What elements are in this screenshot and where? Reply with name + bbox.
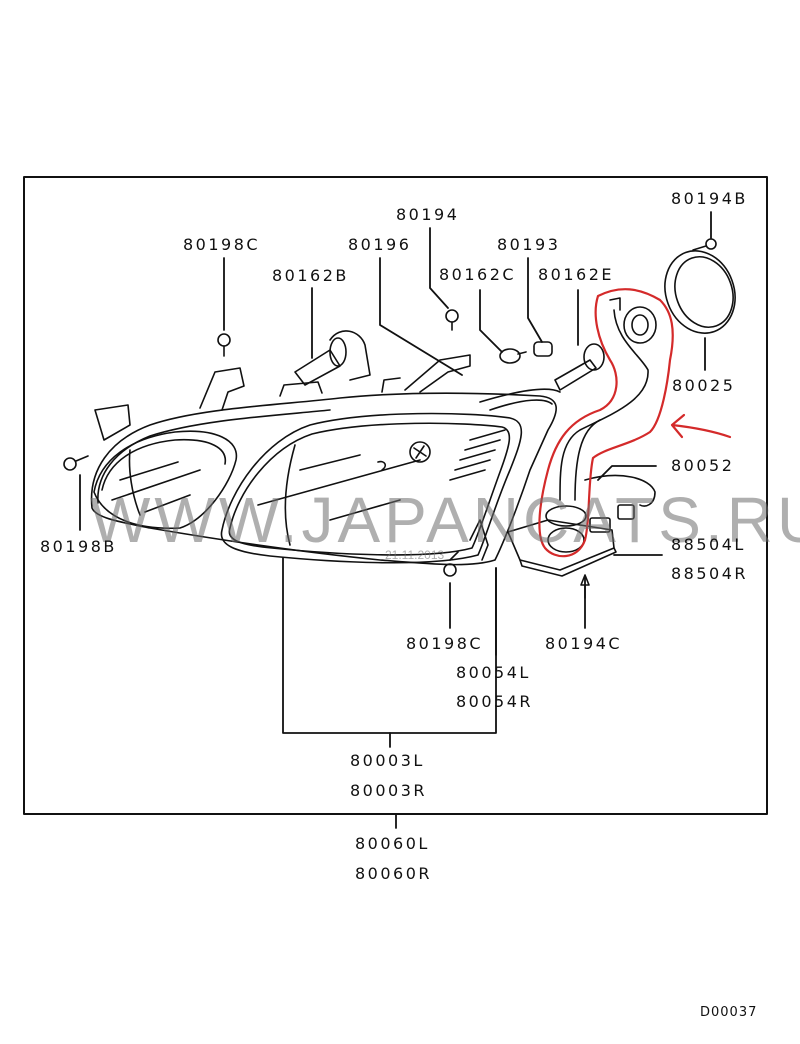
part-label-80196: 80196 [348,235,412,254]
part-label-80003L: 80003L [350,751,425,770]
screw-80194C [580,574,590,599]
part-label-80194: 80194 [396,205,460,224]
screw-80198C-bottom [443,551,459,577]
part-label-80162B: 80162B [272,266,349,285]
diagram-code: D00037 [700,1005,758,1020]
part-label-80193: 80193 [497,235,561,254]
watermark-text: WWW.JAPANCATS.RU [90,484,800,556]
bulb-80162E [554,343,605,391]
part-label-80198B: 80198B [40,537,117,556]
part-label-80194C: 80194C [545,634,623,653]
watermark-date: 21.11.2013 [385,548,445,562]
screw-80194B [692,238,717,251]
bulb-80162C [499,348,527,364]
screw-80198C-top [217,333,231,357]
part-label-80054R: 80054R [456,692,534,711]
part-label-80162C: 80162C [439,265,517,284]
part-label-80025: 80025 [672,376,736,395]
part-label-80060R: 80060R [355,864,433,883]
red-annotation [538,288,732,558]
part-label-80052: 80052 [671,456,735,475]
screw-80194-top [445,309,459,331]
annotation-arrow [670,413,732,439]
part-label-80194B: 80194B [671,189,748,208]
headlamp-housing [90,354,561,566]
screw-80198B [63,455,89,471]
part-label-80198C-bottom: 80198C [406,634,484,653]
bulb-80193 [533,341,553,357]
part-label-80054L: 80054L [456,663,531,682]
part-label-88504R: 88504R [671,564,749,583]
dust-cover-80025 [664,250,736,334]
annotation-outline [538,288,674,558]
clip-80054 [469,519,489,561]
ballast-88504 [507,505,617,577]
part-label-80162E: 80162E [538,265,615,284]
part-label-88504L: 88504L [671,535,746,554]
leader-lines [79,211,712,829]
bulb-80162B [294,330,371,386]
part-label-80060L: 80060L [355,834,430,853]
part-label-80198C-top: 80198C [183,235,261,254]
socket-harness-80052 [559,297,657,520]
part-label-80003R: 80003R [350,781,428,800]
